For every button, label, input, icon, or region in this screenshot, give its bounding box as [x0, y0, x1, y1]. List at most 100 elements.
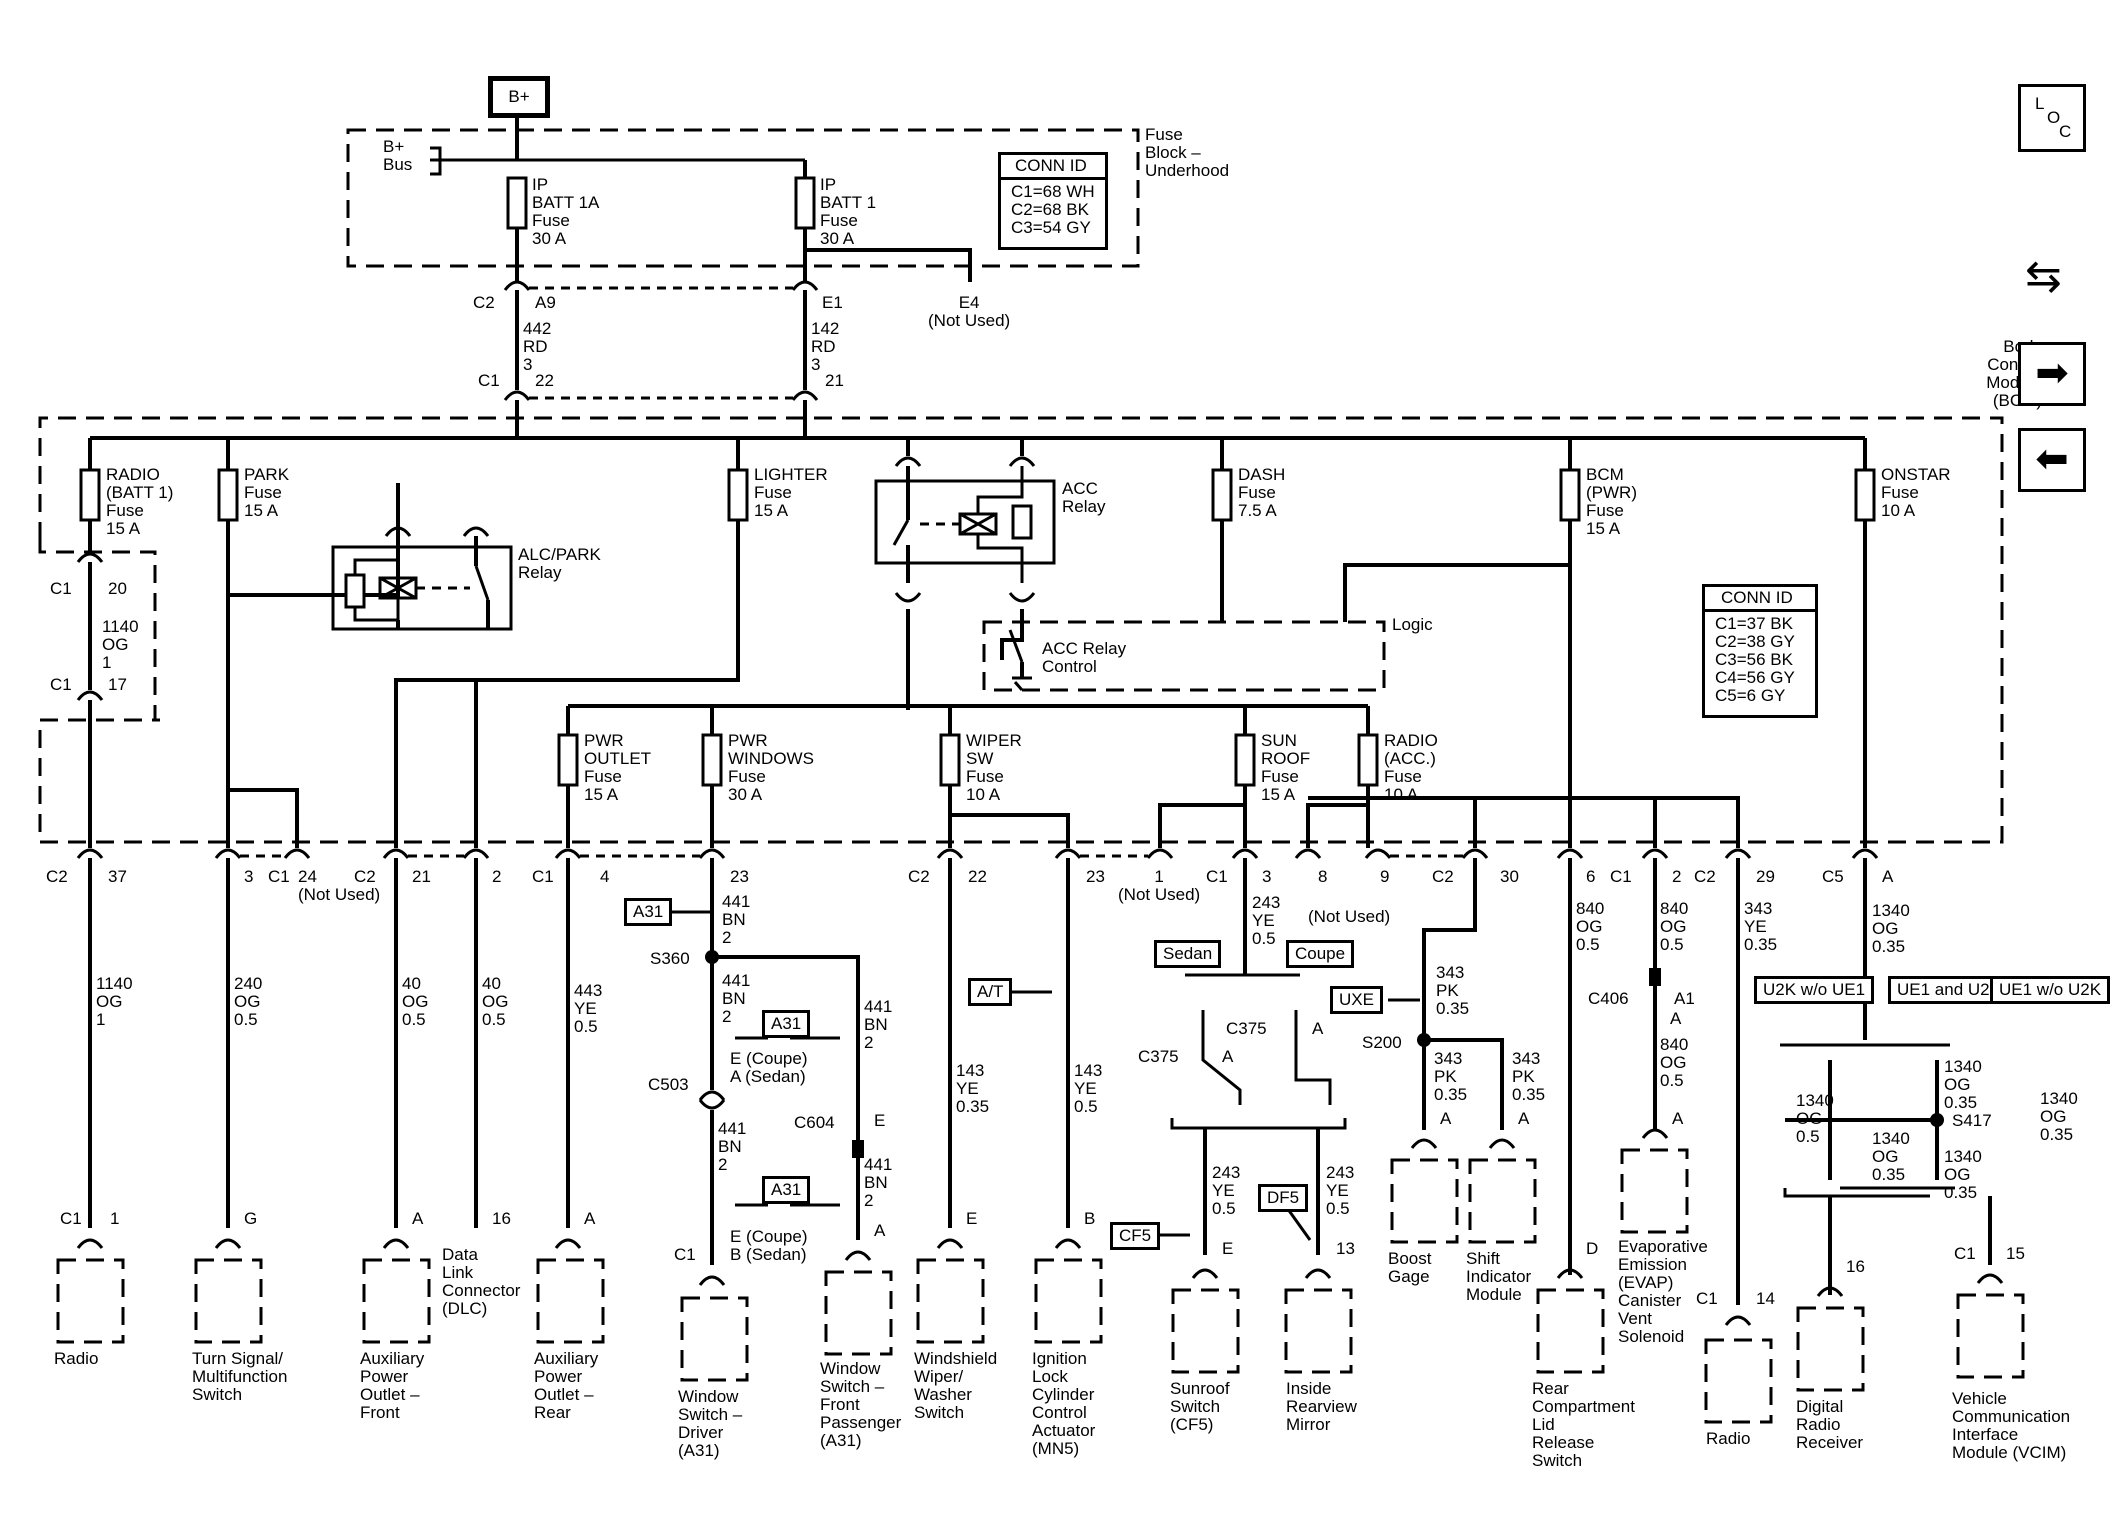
pwr-outlet-fuse-label: PWR OUTLET Fuse 15 A — [584, 731, 652, 804]
component-aux-outlet-rear[interactable]: Auxiliary Power Outlet – Rear — [534, 1349, 599, 1422]
component-inside-mirror[interactable]: Inside Rearview Mirror — [1286, 1379, 1357, 1434]
acc-relay-box — [874, 479, 1056, 565]
wire-label: 1340 OG 0.5 — [1796, 1091, 1834, 1146]
onstar-fuse-label: ONSTAR Fuse 10 A — [1881, 465, 1951, 520]
option-a31-tag: A31 — [762, 1176, 811, 1204]
wire-label: 840 OG 0.5 — [1660, 899, 1689, 954]
wire-label: 441 BN 2 — [722, 971, 751, 1026]
component-pin: G — [244, 1209, 258, 1228]
option-uxe-tag: UXE — [1330, 986, 1383, 1014]
component-shift-indicator[interactable]: Shift Indicator Module — [1466, 1249, 1532, 1304]
option-sedan-tag: Sedan — [1154, 940, 1222, 968]
component-digital-radio-receiver[interactable]: Digital Radio Receiver — [1796, 1397, 1864, 1452]
wire-label: 1340 OG 0.35 — [1944, 1057, 1982, 1112]
option-ue1-u2k-tag: UE1 and U2K — [1888, 976, 2010, 1004]
loc-button[interactable]: L O C — [2018, 84, 2086, 152]
option-u2k-tag: U2K w/o UE1 — [1754, 976, 1875, 1004]
component-evap-solenoid[interactable]: Evaporative Emission (EVAP) Canister Ven… — [1618, 1237, 1708, 1346]
pin-label: 2 — [492, 867, 502, 886]
pin-label: 8 — [1318, 867, 1328, 886]
component-rear-lid-switch[interactable]: Rear Compartment Lid Release Switch — [1532, 1379, 1635, 1470]
component-pin: D — [1586, 1239, 1599, 1258]
fuse-block-underhood-label: Fuse Block – Underhood — [1145, 125, 1230, 180]
component-sunroof-switch[interactable]: Sunroof Switch (CF5) — [1170, 1379, 1230, 1434]
option-ue1-wo-tag: UE1 w/o U2K — [1990, 976, 2111, 1004]
prev-page-button[interactable]: ⬅ — [2018, 428, 2086, 492]
next-page-button[interactable]: ➡ — [2018, 342, 2086, 406]
component-radio-2[interactable]: Radio — [1706, 1429, 1751, 1448]
option-a31-tag: A31 — [624, 898, 673, 926]
wire-label: 143 YE 0.5 — [1074, 1061, 1103, 1116]
pin-label: C1 — [50, 675, 72, 694]
pin-label: 22 — [968, 867, 987, 886]
wire-label: 1340 OG 0.35 — [1872, 1129, 1910, 1184]
connector-label: C375 — [1138, 1047, 1179, 1066]
component-dlc[interactable]: Data Link Connector (DLC) — [442, 1245, 521, 1318]
component-radio[interactable]: Radio — [54, 1349, 99, 1368]
pin-label: C2 — [908, 867, 930, 886]
component-turn-signal-switch[interactable]: Turn Signal/ Multifunction Switch — [192, 1349, 288, 1404]
component-window-switch-passenger[interactable]: Window Switch – Front Passenger (A31) — [820, 1359, 902, 1450]
pin-label: 24 (Not Used) — [298, 867, 381, 904]
component-wiper-washer-switch[interactable]: Windshield Wiper/ Washer Switch — [914, 1349, 998, 1422]
pin-label: 21 — [412, 867, 431, 886]
pin-label: A — [1222, 1047, 1234, 1066]
pin-label: A — [1312, 1019, 1324, 1038]
wire-label: 1140 OG 1 — [96, 974, 133, 1029]
connector-label: C375 — [1226, 1019, 1267, 1038]
component-boost-gage[interactable]: Boost Gage — [1388, 1249, 1432, 1286]
conn-id-row: C2=38 GY — [1715, 632, 1795, 651]
acc-relay-control-box — [982, 620, 1386, 692]
wire-label: 40 OG 0.5 — [482, 974, 509, 1029]
component-pin: E — [1222, 1239, 1234, 1258]
conn-id-table-top: CONN ID C1=68 WH C2=68 BK C3=54 GY — [998, 152, 1108, 250]
pin-label: E — [874, 1111, 886, 1130]
logic-label: Logic — [1392, 615, 1433, 634]
pin-label: 6 — [1586, 867, 1596, 886]
pin-label: 3 — [244, 867, 254, 886]
option-a31-tag: A31 — [762, 1010, 811, 1038]
connector-view-icon[interactable]: ⇆ — [2025, 252, 2062, 301]
wire-label: 343 PK 0.35 — [1436, 963, 1470, 1018]
bcm-boundary — [38, 416, 2004, 844]
pin-label: 4 — [600, 867, 610, 886]
component-pin: A — [1440, 1109, 1452, 1128]
wire-label: 142 RD 3 — [811, 319, 840, 374]
conn-id-table-bcm: CONN ID C1=37 BK C2=38 GY C3=56 BK C4=56… — [1702, 584, 1818, 718]
pin-label: C1 — [268, 867, 290, 886]
wire-label: 343 YE 0.35 — [1744, 899, 1778, 954]
pin-label: (Not Used) — [1308, 907, 1391, 926]
pin-label: C1 — [478, 371, 500, 390]
pin-label: A1 — [1674, 989, 1695, 1008]
pin-label: A — [1670, 1009, 1682, 1028]
pin-label: E4 (Not Used) — [928, 293, 1011, 330]
wire-label: 840 OG 0.5 — [1576, 899, 1605, 954]
component-aux-outlet-front[interactable]: Auxiliary Power Outlet – Front — [360, 1349, 425, 1422]
wire-label: 442 RD 3 — [523, 319, 552, 374]
component-vcim[interactable]: Vehicle Communication Interface Module (… — [1952, 1389, 2071, 1462]
wire-label: 1340 OG 0.35 — [1872, 901, 1910, 956]
conn-id-title: CONN ID — [1015, 156, 1087, 175]
pin-label: 23 — [730, 867, 749, 886]
component-pin: C1 — [674, 1245, 696, 1264]
wire-label: 441 BN 2 — [864, 997, 893, 1052]
fuse-block-underhood-boundary — [346, 128, 1140, 268]
loc-label: C — [2059, 122, 2072, 141]
pin-label: C1 — [1610, 867, 1632, 886]
battery-label: B+ — [488, 76, 550, 118]
component-window-switch-driver[interactable]: Window Switch – Driver (A31) — [678, 1387, 743, 1460]
component-pin: 14 — [1756, 1289, 1775, 1308]
pin-label: 1 (Not Used) — [1118, 867, 1201, 904]
conn-id-title: CONN ID — [1721, 588, 1793, 607]
wire-label: 343 PK 0.35 — [1512, 1049, 1546, 1104]
conn-id-row: C1=37 BK — [1715, 614, 1793, 633]
arrow-left-icon: ⬅ — [2035, 437, 2069, 481]
pin-label: 22 — [535, 371, 554, 390]
component-ignition-lock-actuator[interactable]: Ignition Lock Cylinder Control Actuator … — [1032, 1349, 1096, 1458]
component-pin: A — [1672, 1109, 1684, 1128]
pin-label: 3 — [1262, 867, 1272, 886]
component-pin: C1 — [1696, 1289, 1718, 1308]
splice-label: S417 — [1952, 1111, 1992, 1130]
